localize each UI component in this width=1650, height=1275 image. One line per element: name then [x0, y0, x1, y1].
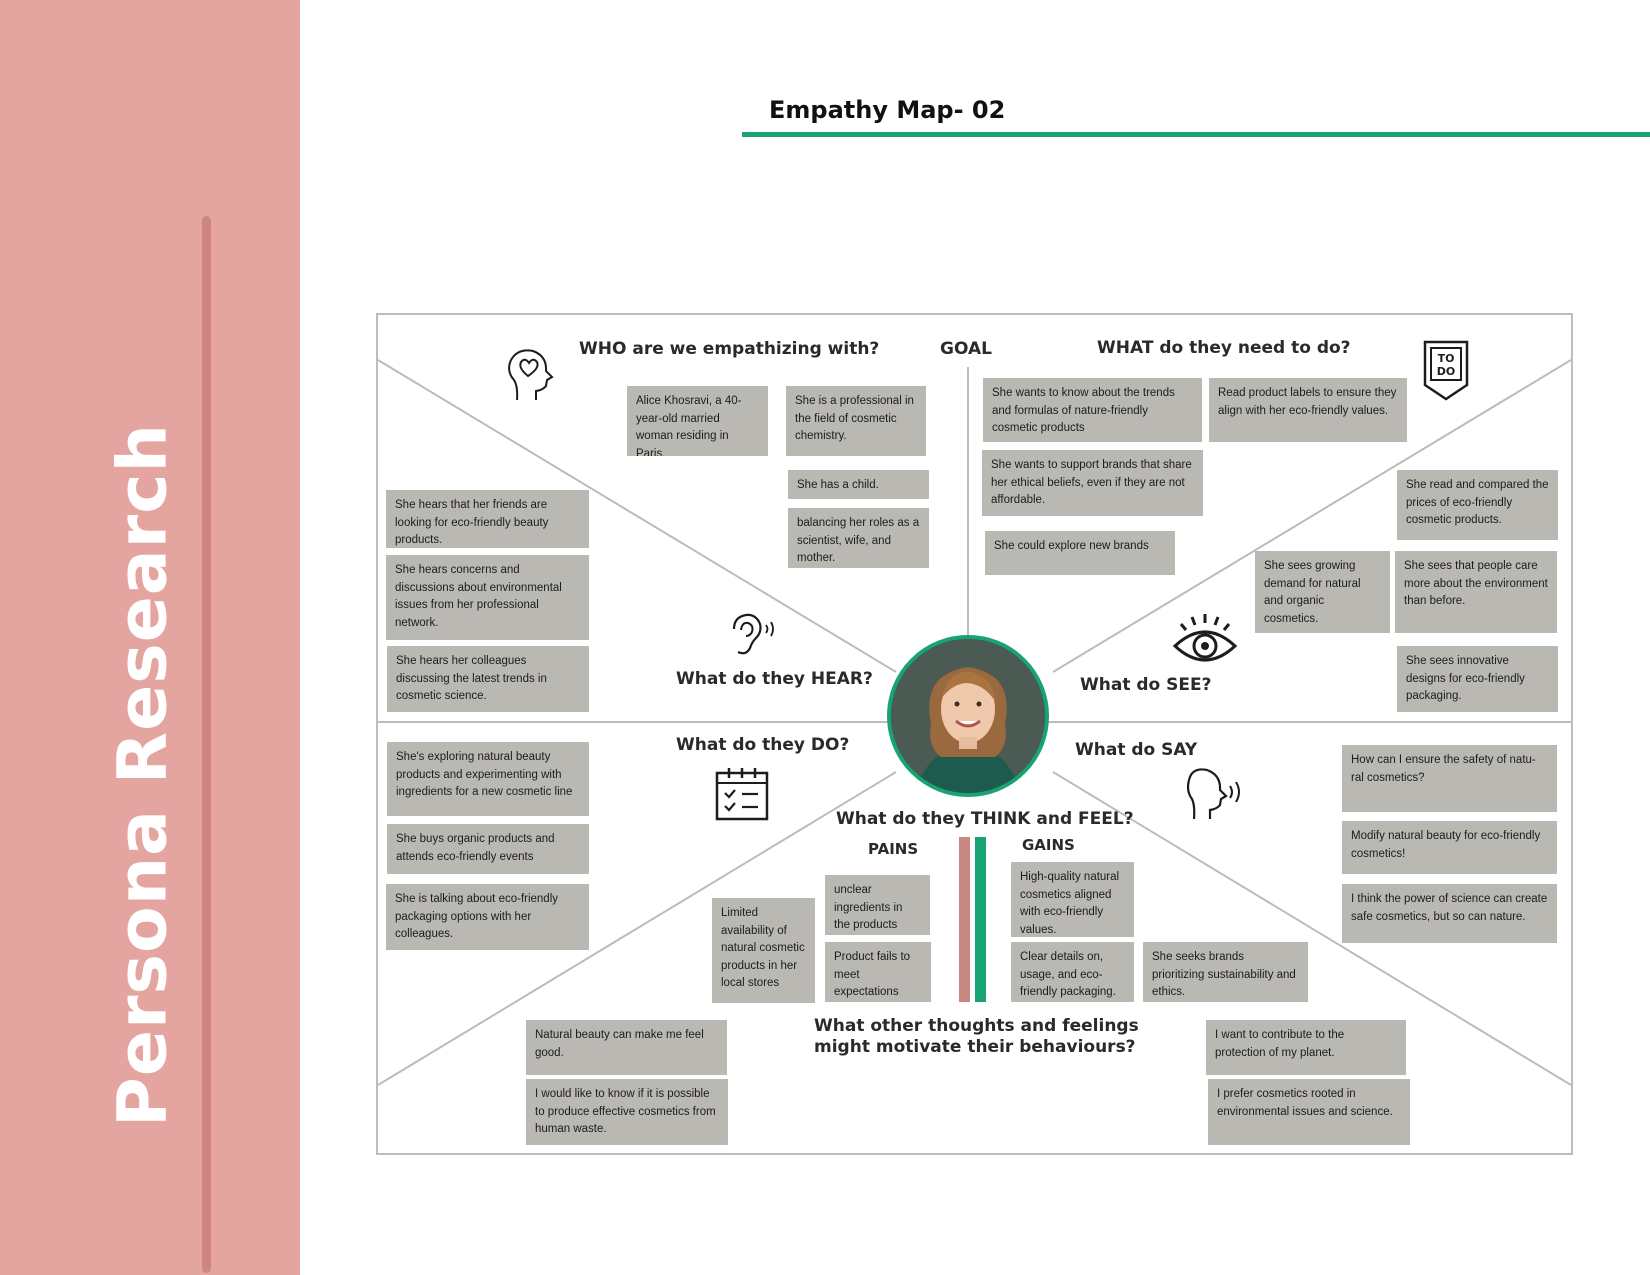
- gains-note: Clear details on, usage, and eco-friendl…: [1011, 942, 1134, 1002]
- todo-badge-icon: TO DO: [1423, 340, 1469, 401]
- heading-gains: GAINS: [1022, 836, 1075, 854]
- need-note: She wants to support brands that share h…: [982, 450, 1203, 516]
- title-underline: [742, 132, 1650, 137]
- heading-pains: PAINS: [868, 840, 919, 858]
- do-note: She is talking about eco-friendly packag…: [386, 884, 589, 950]
- hear-note: She hears her colleagues discussing the …: [387, 646, 589, 712]
- other-note: Natural beauty can make me feel good.: [526, 1020, 727, 1075]
- head-heart-icon: [508, 349, 554, 401]
- persona-portrait: [887, 635, 1049, 797]
- map-dividers: [378, 359, 1571, 1086]
- heading-goal: GOAL: [940, 339, 992, 359]
- page-title: Empathy Map- 02: [769, 96, 1006, 124]
- who-note: She is a professional in the field of co…: [786, 386, 926, 456]
- need-note: Read product labels to ensure they align…: [1209, 378, 1407, 442]
- gains-bar: [975, 837, 986, 1002]
- gains-note: She seeks brands prioritizing sustainabi…: [1143, 942, 1308, 1002]
- other-note: I would like to know if it is possible t…: [526, 1079, 728, 1145]
- say-note: I think the power of science can create …: [1342, 884, 1557, 943]
- heading-do: What do they DO?: [676, 735, 850, 755]
- heading-who: WHO are we empathizing with?: [579, 339, 880, 359]
- who-note: balancing her roles as a scientist, wife…: [788, 508, 929, 568]
- see-note: She sees innovative designs for eco-frie…: [1397, 646, 1558, 712]
- pains-bar: [959, 837, 970, 1002]
- checklist-calendar-icon: [715, 768, 769, 821]
- hear-note: She hears that her friends are looking f…: [386, 490, 589, 548]
- pains-note: Limited availability of natural cosmetic…: [712, 898, 815, 1003]
- need-note: She could explore new brands: [985, 531, 1175, 575]
- need-note: She wants to know about the trends and f…: [983, 378, 1202, 442]
- gains-note: High-quality natural cosmetics aligned w…: [1011, 862, 1134, 937]
- speaking-head-icon: [1186, 768, 1240, 820]
- do-note: She's exploring natural beauty products …: [387, 742, 589, 816]
- see-note: She read and compared the prices of eco-…: [1397, 470, 1558, 540]
- say-note: Modify natural beauty for eco-friendly c…: [1342, 821, 1557, 874]
- hear-note: She hears concerns and discussions about…: [386, 555, 589, 640]
- heading-say: What do SAY: [1075, 740, 1198, 760]
- other-note: I prefer cosmetics rooted in environment…: [1208, 1079, 1410, 1145]
- eye-icon: [1172, 614, 1238, 662]
- sidebar: Persona Research: [0, 0, 300, 1275]
- sidebar-accent-bar: [202, 216, 211, 1273]
- svg-text:TO: TO: [1438, 352, 1455, 365]
- ear-icon: [732, 613, 774, 655]
- who-note: She has a child.: [788, 470, 929, 499]
- see-note: She sees growing demand for natural and …: [1255, 551, 1390, 633]
- say-note: How can I ensure the safety of natu-ral …: [1342, 745, 1557, 812]
- heading-hear: What do they HEAR?: [676, 669, 873, 689]
- other-note: I want to contribute to the protection o…: [1206, 1020, 1406, 1075]
- pains-note: unclear ingredients in the products: [825, 875, 930, 935]
- heading-think-feel: What do they THINK and FEEL?: [836, 809, 1134, 829]
- empathy-map: [376, 313, 1573, 1155]
- see-note: She sees that people care more about the…: [1395, 551, 1557, 633]
- who-note: Alice Khosravi, a 40-year-old married wo…: [627, 386, 768, 456]
- heading-need: WHAT do they need to do?: [1097, 338, 1351, 358]
- heading-see: What do SEE?: [1080, 675, 1212, 695]
- pains-note: Product fails to meet expectations: [825, 942, 931, 1002]
- do-note: She buys organic products and attends ec…: [387, 824, 589, 874]
- svg-text:DO: DO: [1437, 365, 1455, 378]
- heading-other-thoughts: What other thoughts and feelings might m…: [814, 1016, 1139, 1057]
- sidebar-title: Persona Research: [103, 423, 183, 1127]
